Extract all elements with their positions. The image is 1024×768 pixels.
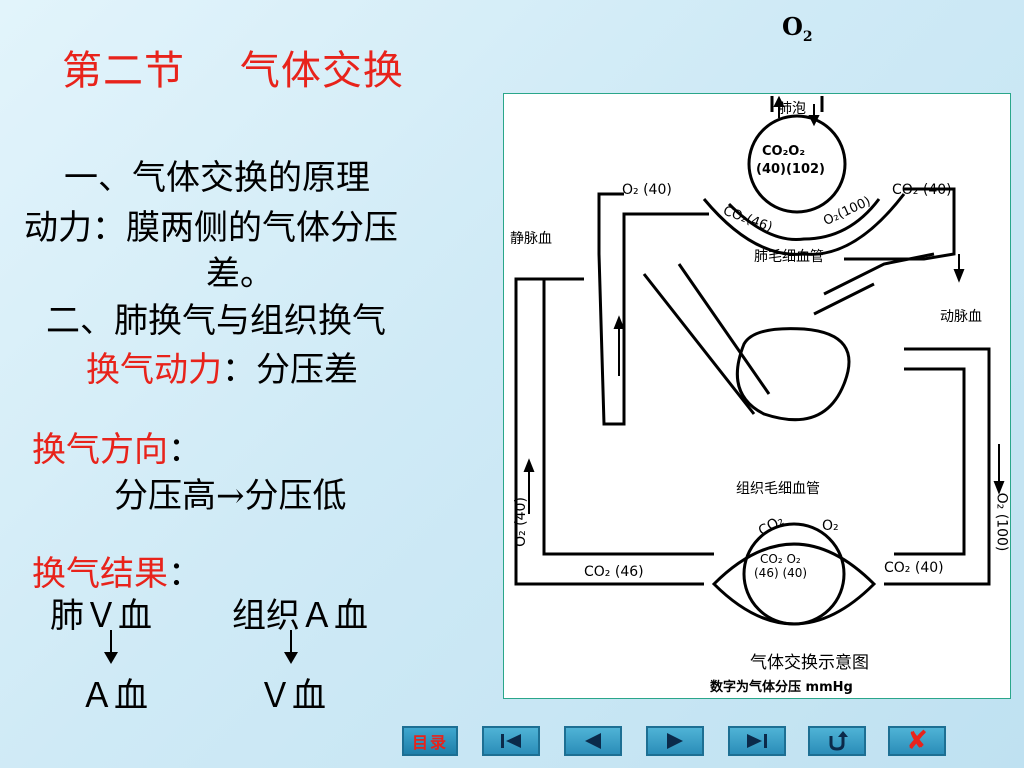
exit-button[interactable]: ✘ [888,726,946,756]
alveolus-gases: CO₂O₂ [762,144,806,159]
first-slide-icon [501,734,521,748]
result-tissue-a-blood: 组织Ａ血 [232,596,368,636]
exchange-heading: 二、肺换气与组织换气 [46,301,386,341]
last-slide-button[interactable] [728,726,786,756]
return-icon [829,731,848,751]
vein-blood-label: 静脉血 [510,231,552,247]
exchange-force-value: ：分压差 [222,350,358,390]
co2-40-bottom-label: CO₂ (40) [884,560,944,576]
tissue-gases: CO₂ O₂ [760,552,801,566]
o2-40-side-label: O₂ (40) [512,497,529,547]
exchange-direction-label: 换气方向 [32,430,168,470]
gas-exchange-diagram: 肺泡 CO₂O₂ (40)(102) O₂ (40) CO₂ (40) CO₂(… [503,93,1011,699]
menu-button-label: 目录 [411,733,448,752]
next-slide-icon [667,733,683,749]
exchange-result-label: 换气结果 [32,554,168,594]
last-slide-icon [747,734,767,748]
down-arrow-icon [104,630,118,664]
alveolus-values: (40)(102) [756,162,825,177]
tissue-values: (46) (40) [754,566,808,580]
driving-force-text: 动力：膜两侧的气体分压 [24,208,398,248]
principle-heading: 一、气体交换的原理 [64,158,370,198]
alveolus-label: 肺泡 [778,101,806,117]
co2-40-top-label: CO₂ (40) [892,182,952,198]
previous-slide-button[interactable] [564,726,622,756]
o2-corner-label: O2 [782,12,813,45]
next-slide-button[interactable] [646,726,704,756]
first-slide-button[interactable] [482,726,540,756]
exchange-force-label: 换气动力 [86,350,222,390]
menu-button[interactable]: 目录 [402,726,458,756]
exit-icon: ✘ [906,726,928,756]
pulmonary-capillary-label: 肺毛细血管 [754,249,824,265]
diagram-caption: 气体交换示意图 [750,653,869,673]
exchange-direction-line: 换气方向： [32,422,202,471]
return-button[interactable] [808,726,866,756]
exchange-direction-value: 分压高→分压低 [114,476,347,516]
down-arrow-icon [284,630,298,664]
o2-40-top-label: O₂ (40) [622,182,672,198]
circulation-diagram-graphic [514,95,1005,626]
colon: ： [168,430,202,470]
colon: ： [168,554,202,594]
diagram-note: 数字为气体分压 mmHg [710,680,853,695]
exchange-result-line: 换气结果： [32,546,202,595]
exchange-force-line: 换气动力：分压差 [86,342,358,391]
tissue-capillary-label: 组织毛细血管 [736,481,820,497]
o2-100-side-label: O₂ (100) [993,492,1010,552]
tissue-o2-label: O₂ [822,518,839,534]
result-a-blood: Ａ血 [80,676,148,716]
driving-force-continued: 差。 [206,254,274,294]
co2-46-bottom-label: CO₂ (46) [584,564,644,580]
artery-blood-label: 动脉血 [940,309,982,325]
previous-slide-icon [585,733,601,749]
slide-title: 第二节 气体交换 [62,48,404,94]
result-v-blood: Ｖ血 [258,676,326,716]
result-lung-v-blood: 肺Ｖ血 [50,596,152,636]
